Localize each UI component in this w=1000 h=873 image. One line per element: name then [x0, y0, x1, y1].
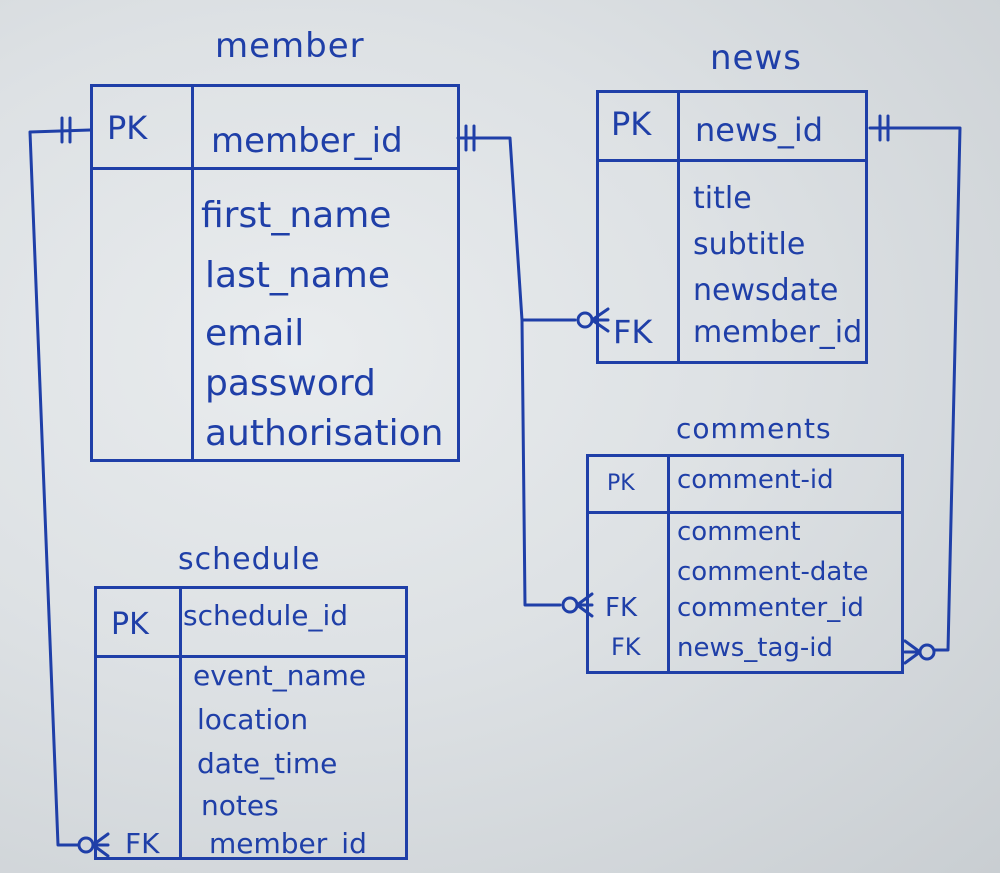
- schedule-field: date_time: [197, 747, 338, 780]
- news-pk-field: news_id: [695, 111, 824, 149]
- news-entity: PK news_id title subtitle newsdate membe…: [596, 90, 868, 364]
- comments-key-column: [589, 457, 670, 671]
- many-mark: [903, 639, 922, 665]
- member-pk-label: PK: [107, 109, 148, 147]
- member-entity: PK member_id first_name last_name email …: [90, 84, 460, 462]
- schedule-key-column: [97, 589, 182, 857]
- schedule-fk-label: FK: [125, 827, 160, 860]
- news-title: news: [710, 38, 802, 78]
- schedule-field: location: [197, 703, 309, 736]
- schedule-title: schedule: [178, 542, 321, 577]
- news-header-divider: [599, 93, 865, 162]
- schedule-field: notes: [201, 789, 279, 822]
- many-mark: [575, 592, 594, 618]
- schedule-pk-label: PK: [111, 607, 149, 642]
- news-field: subtitle: [693, 227, 806, 262]
- comments-header-divider: [589, 457, 901, 514]
- zero-mark: [77, 836, 95, 854]
- member-pk-field: member_id: [211, 121, 403, 161]
- news-field: title: [693, 181, 752, 216]
- member-field: last_name: [205, 255, 391, 296]
- rel-member-schedule: [28, 128, 92, 847]
- zero-mark: [918, 643, 936, 661]
- comments-pk-label: PK: [607, 471, 635, 496]
- schedule-pk-field: schedule_id: [183, 599, 349, 632]
- comments-fk-label: FK: [611, 633, 641, 661]
- comments-title: comments: [676, 412, 832, 445]
- comments-entity: PK comment-id comment comment-date comme…: [586, 454, 904, 674]
- member-field: authorisation: [205, 413, 444, 454]
- comments-fk-label: FK: [605, 593, 638, 623]
- news-field: member_id: [693, 315, 863, 350]
- comments-field: comment: [677, 517, 801, 547]
- member-key-column: [93, 87, 194, 459]
- news-key-column: [599, 93, 680, 361]
- zero-mark: [561, 596, 579, 614]
- member-header-divider: [93, 87, 457, 170]
- schedule-field: event_name: [193, 659, 367, 692]
- comments-field: news_tag-id: [677, 633, 834, 663]
- rel-member-news: [456, 136, 577, 322]
- news-field: newsdate: [693, 273, 839, 308]
- member-field: email: [205, 313, 305, 354]
- comments-field: comment-date: [677, 557, 869, 587]
- many-mark: [590, 307, 610, 333]
- member-field: first_name: [201, 195, 392, 236]
- schedule-field: member_id: [209, 827, 367, 860]
- rel-news-comments: [868, 126, 962, 652]
- schedule-entity: PK schedule_id event_name location date_…: [94, 586, 408, 860]
- member-title: member: [215, 26, 365, 66]
- zero-mark: [576, 311, 594, 329]
- comments-field: commenter_id: [677, 593, 864, 623]
- rel-member-comments: [520, 318, 562, 607]
- schedule-header-divider: [97, 589, 405, 658]
- member-field: password: [205, 363, 376, 404]
- comments-pk-field: comment-id: [677, 465, 834, 495]
- news-fk-label: FK: [613, 313, 653, 351]
- news-pk-label: PK: [611, 105, 652, 143]
